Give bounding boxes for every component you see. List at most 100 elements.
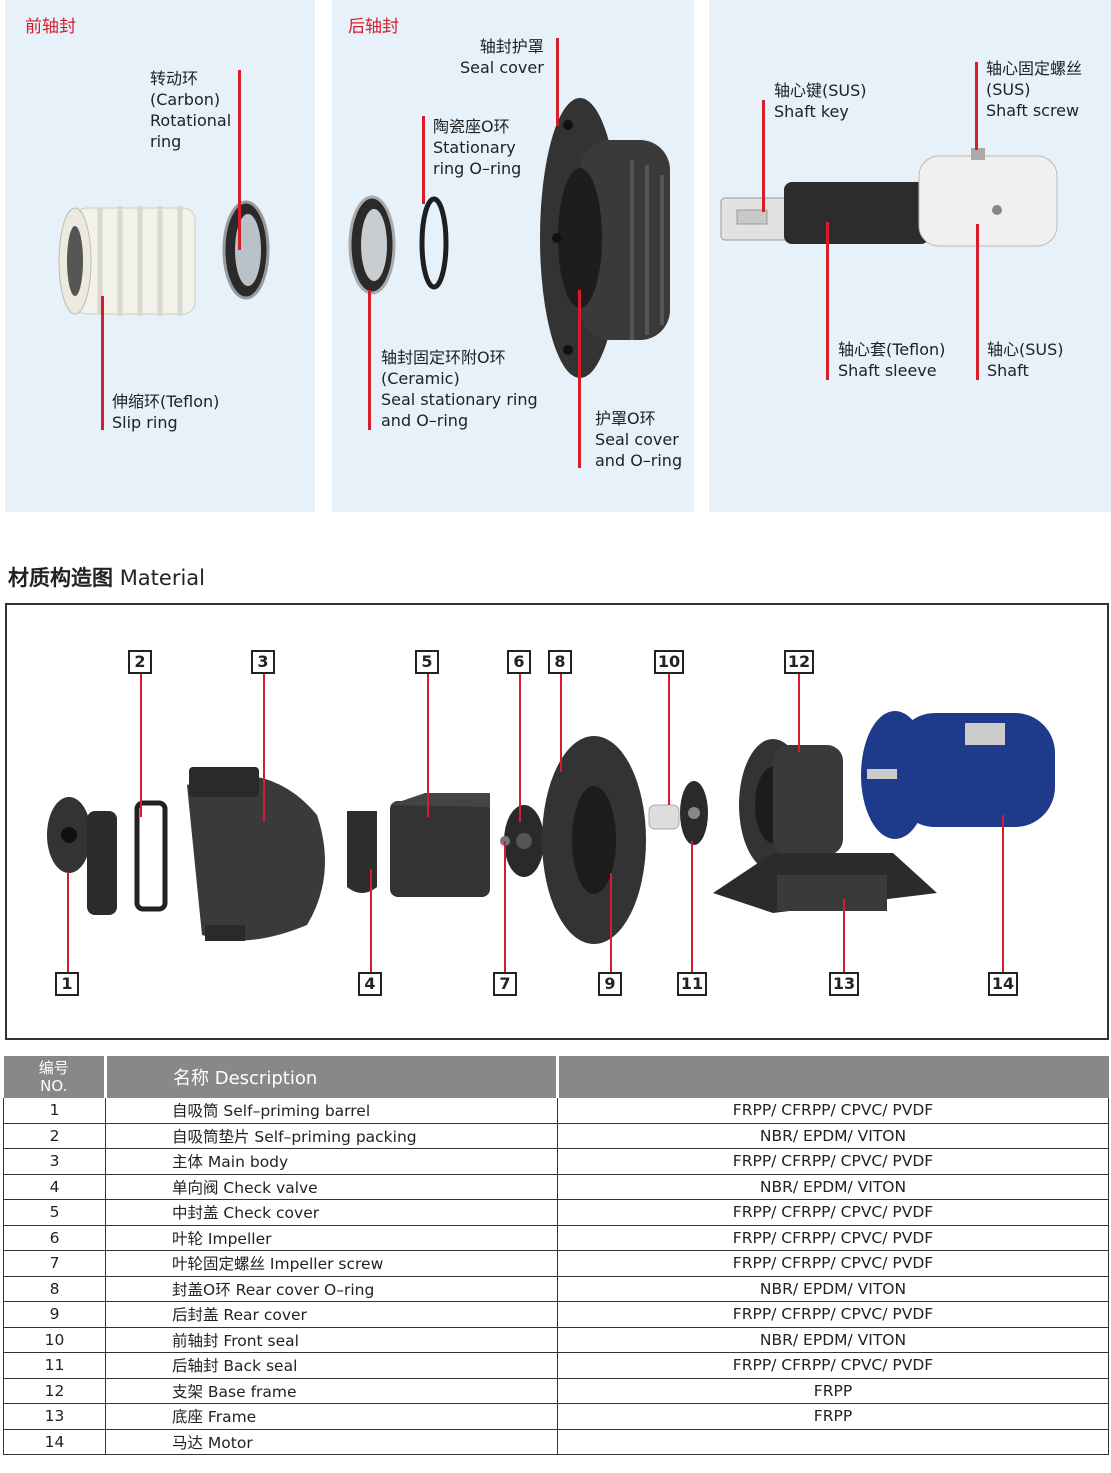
seal-cover-graphic bbox=[540, 98, 670, 378]
row-material: FRPP bbox=[557, 1403, 1109, 1430]
part-number-12: 12 bbox=[784, 650, 814, 674]
row-material: NBR/ EPDM/ VITON bbox=[557, 1123, 1109, 1149]
part-13-graphic bbox=[713, 853, 937, 913]
part-number-14: 14 bbox=[988, 972, 1018, 996]
back-seal-illustration bbox=[348, 98, 670, 378]
rotational-ring-label: 转动环 (Carbon) Rotational ring bbox=[150, 69, 232, 151]
part-11-graphic bbox=[680, 781, 708, 845]
part-14-graphic bbox=[861, 711, 1055, 839]
row-description: 后封盖 Rear cover bbox=[105, 1301, 558, 1328]
seal-cover-label: 轴封护罩 Seal cover bbox=[460, 37, 544, 77]
row-material bbox=[557, 1429, 1109, 1455]
row-description: 中封盖 Check cover bbox=[105, 1199, 558, 1226]
part-number-8: 8 bbox=[548, 650, 572, 674]
row-material: FRPP/ CFRPP/ CPVC/ PVDF bbox=[557, 1250, 1109, 1277]
row-description: 叶轮固定螺丝 Impeller screw bbox=[105, 1250, 558, 1277]
row-description: 单向阀 Check valve bbox=[105, 1174, 558, 1200]
row-material: FRPP/ CFRPP/ CPVC/ PVDF bbox=[557, 1148, 1109, 1175]
row-number: 12 bbox=[3, 1378, 106, 1404]
stationary-oring-label: 陶瓷座O环 Stationary ring O–ring bbox=[433, 117, 522, 178]
row-description: 自吸筒垫片 Self–priming packing bbox=[105, 1123, 558, 1149]
exploded-diagram: 1 2 3 4 5 6 7 8 9 10 11 12 13 14 bbox=[5, 603, 1109, 1040]
shaft-screw-label: 轴心固定螺丝 (SUS) Shaft screw bbox=[986, 59, 1083, 120]
front-seal-illustration bbox=[58, 200, 270, 316]
row-number: 11 bbox=[3, 1352, 106, 1379]
row-number: 4 bbox=[3, 1174, 106, 1200]
row-description: 封盖O环 Rear cover O–ring bbox=[105, 1276, 558, 1302]
row-material: FRPP/ CFRPP/ CPVC/ PVDF bbox=[557, 1098, 1109, 1124]
row-number: 14 bbox=[3, 1429, 106, 1455]
material-section-title: 材质构造图 Material bbox=[8, 566, 205, 590]
row-description: 后轴封 Back seal bbox=[105, 1352, 558, 1379]
row-material: FRPP/ CFRPP/ CPVC/ PVDF bbox=[557, 1352, 1109, 1379]
row-number: 9 bbox=[3, 1301, 106, 1328]
row-material: FRPP/ CFRPP/ CPVC/ PVDF bbox=[557, 1225, 1109, 1251]
part-12-graphic bbox=[739, 739, 843, 871]
seal-stationary-label: 轴封固定环附O环 (Ceramic) Seal stationary ring … bbox=[381, 348, 538, 430]
row-description: 支架 Base frame bbox=[105, 1378, 558, 1404]
rotational-ring-graphic bbox=[222, 200, 270, 300]
slip-ring-graphic bbox=[58, 206, 196, 316]
header-no: 编号 NO. bbox=[3, 1056, 107, 1098]
table-header-row: 编号 NO. 名称 Description bbox=[3, 1056, 1109, 1098]
back-seal-title: 后轴封 bbox=[348, 17, 399, 37]
part-number-5: 5 bbox=[415, 650, 439, 674]
row-description: 主体 Main body bbox=[105, 1148, 558, 1175]
row-number: 5 bbox=[3, 1199, 106, 1226]
pump-parts-illustration bbox=[47, 711, 1055, 944]
front-seal-title: 前轴封 bbox=[25, 17, 76, 37]
row-number: 1 bbox=[3, 1098, 106, 1124]
row-description: 马达 Motor bbox=[105, 1429, 558, 1455]
row-number: 10 bbox=[3, 1327, 106, 1353]
part-3-graphic bbox=[187, 767, 325, 941]
seal-cover-oring-label: 护罩O环 Seal cover and O–ring bbox=[595, 409, 683, 470]
shaft-sleeve-label: 轴心套(Teflon) Shaft sleeve bbox=[838, 340, 946, 380]
row-description: 自吸筒 Self–priming barrel bbox=[105, 1098, 558, 1124]
stationary-oring-graphic bbox=[419, 196, 449, 290]
shaft-illustration bbox=[720, 148, 1058, 247]
part-number-6: 6 bbox=[507, 650, 531, 674]
part-number-2: 2 bbox=[128, 650, 152, 674]
row-material: FRPP bbox=[557, 1378, 1109, 1404]
slip-ring-label: 伸缩环(Teflon) Slip ring bbox=[112, 392, 220, 432]
header-description: 名称 Description bbox=[105, 1056, 559, 1098]
part-number-7: 7 bbox=[493, 972, 517, 996]
row-material: NBR/ EPDM/ VITON bbox=[557, 1276, 1109, 1302]
row-description: 叶轮 Impeller bbox=[105, 1225, 558, 1251]
part-number-9: 9 bbox=[598, 972, 622, 996]
part-1-graphic bbox=[47, 797, 117, 915]
row-number: 3 bbox=[3, 1148, 106, 1175]
shaft-key-label: 轴心键(SUS) Shaft key bbox=[774, 81, 867, 121]
row-number: 6 bbox=[3, 1225, 106, 1251]
part-5-graphic bbox=[390, 793, 490, 897]
row-material: NBR/ EPDM/ VITON bbox=[557, 1327, 1109, 1353]
row-material: FRPP/ CFRPP/ CPVC/ PVDF bbox=[557, 1199, 1109, 1226]
row-number: 2 bbox=[3, 1123, 106, 1149]
row-material: NBR/ EPDM/ VITON bbox=[557, 1174, 1109, 1200]
part-4-graphic bbox=[347, 811, 377, 893]
header-material bbox=[557, 1056, 1109, 1098]
back-seal-panel: 后轴封 轴封护罩 Seal cover 陶瓷座O环 Stationary rin… bbox=[332, 0, 694, 512]
shaft-panel: 轴心键(SUS) Shaft key 轴心固定螺丝 (SUS) Shaft sc… bbox=[709, 0, 1111, 512]
part-number-11: 11 bbox=[677, 972, 707, 996]
part-6-graphic bbox=[504, 805, 544, 877]
part-number-10: 10 bbox=[654, 650, 684, 674]
row-description: 前轴封 Front seal bbox=[105, 1327, 558, 1353]
part-number-4: 4 bbox=[358, 972, 382, 996]
shaft-graphic bbox=[720, 148, 1058, 247]
